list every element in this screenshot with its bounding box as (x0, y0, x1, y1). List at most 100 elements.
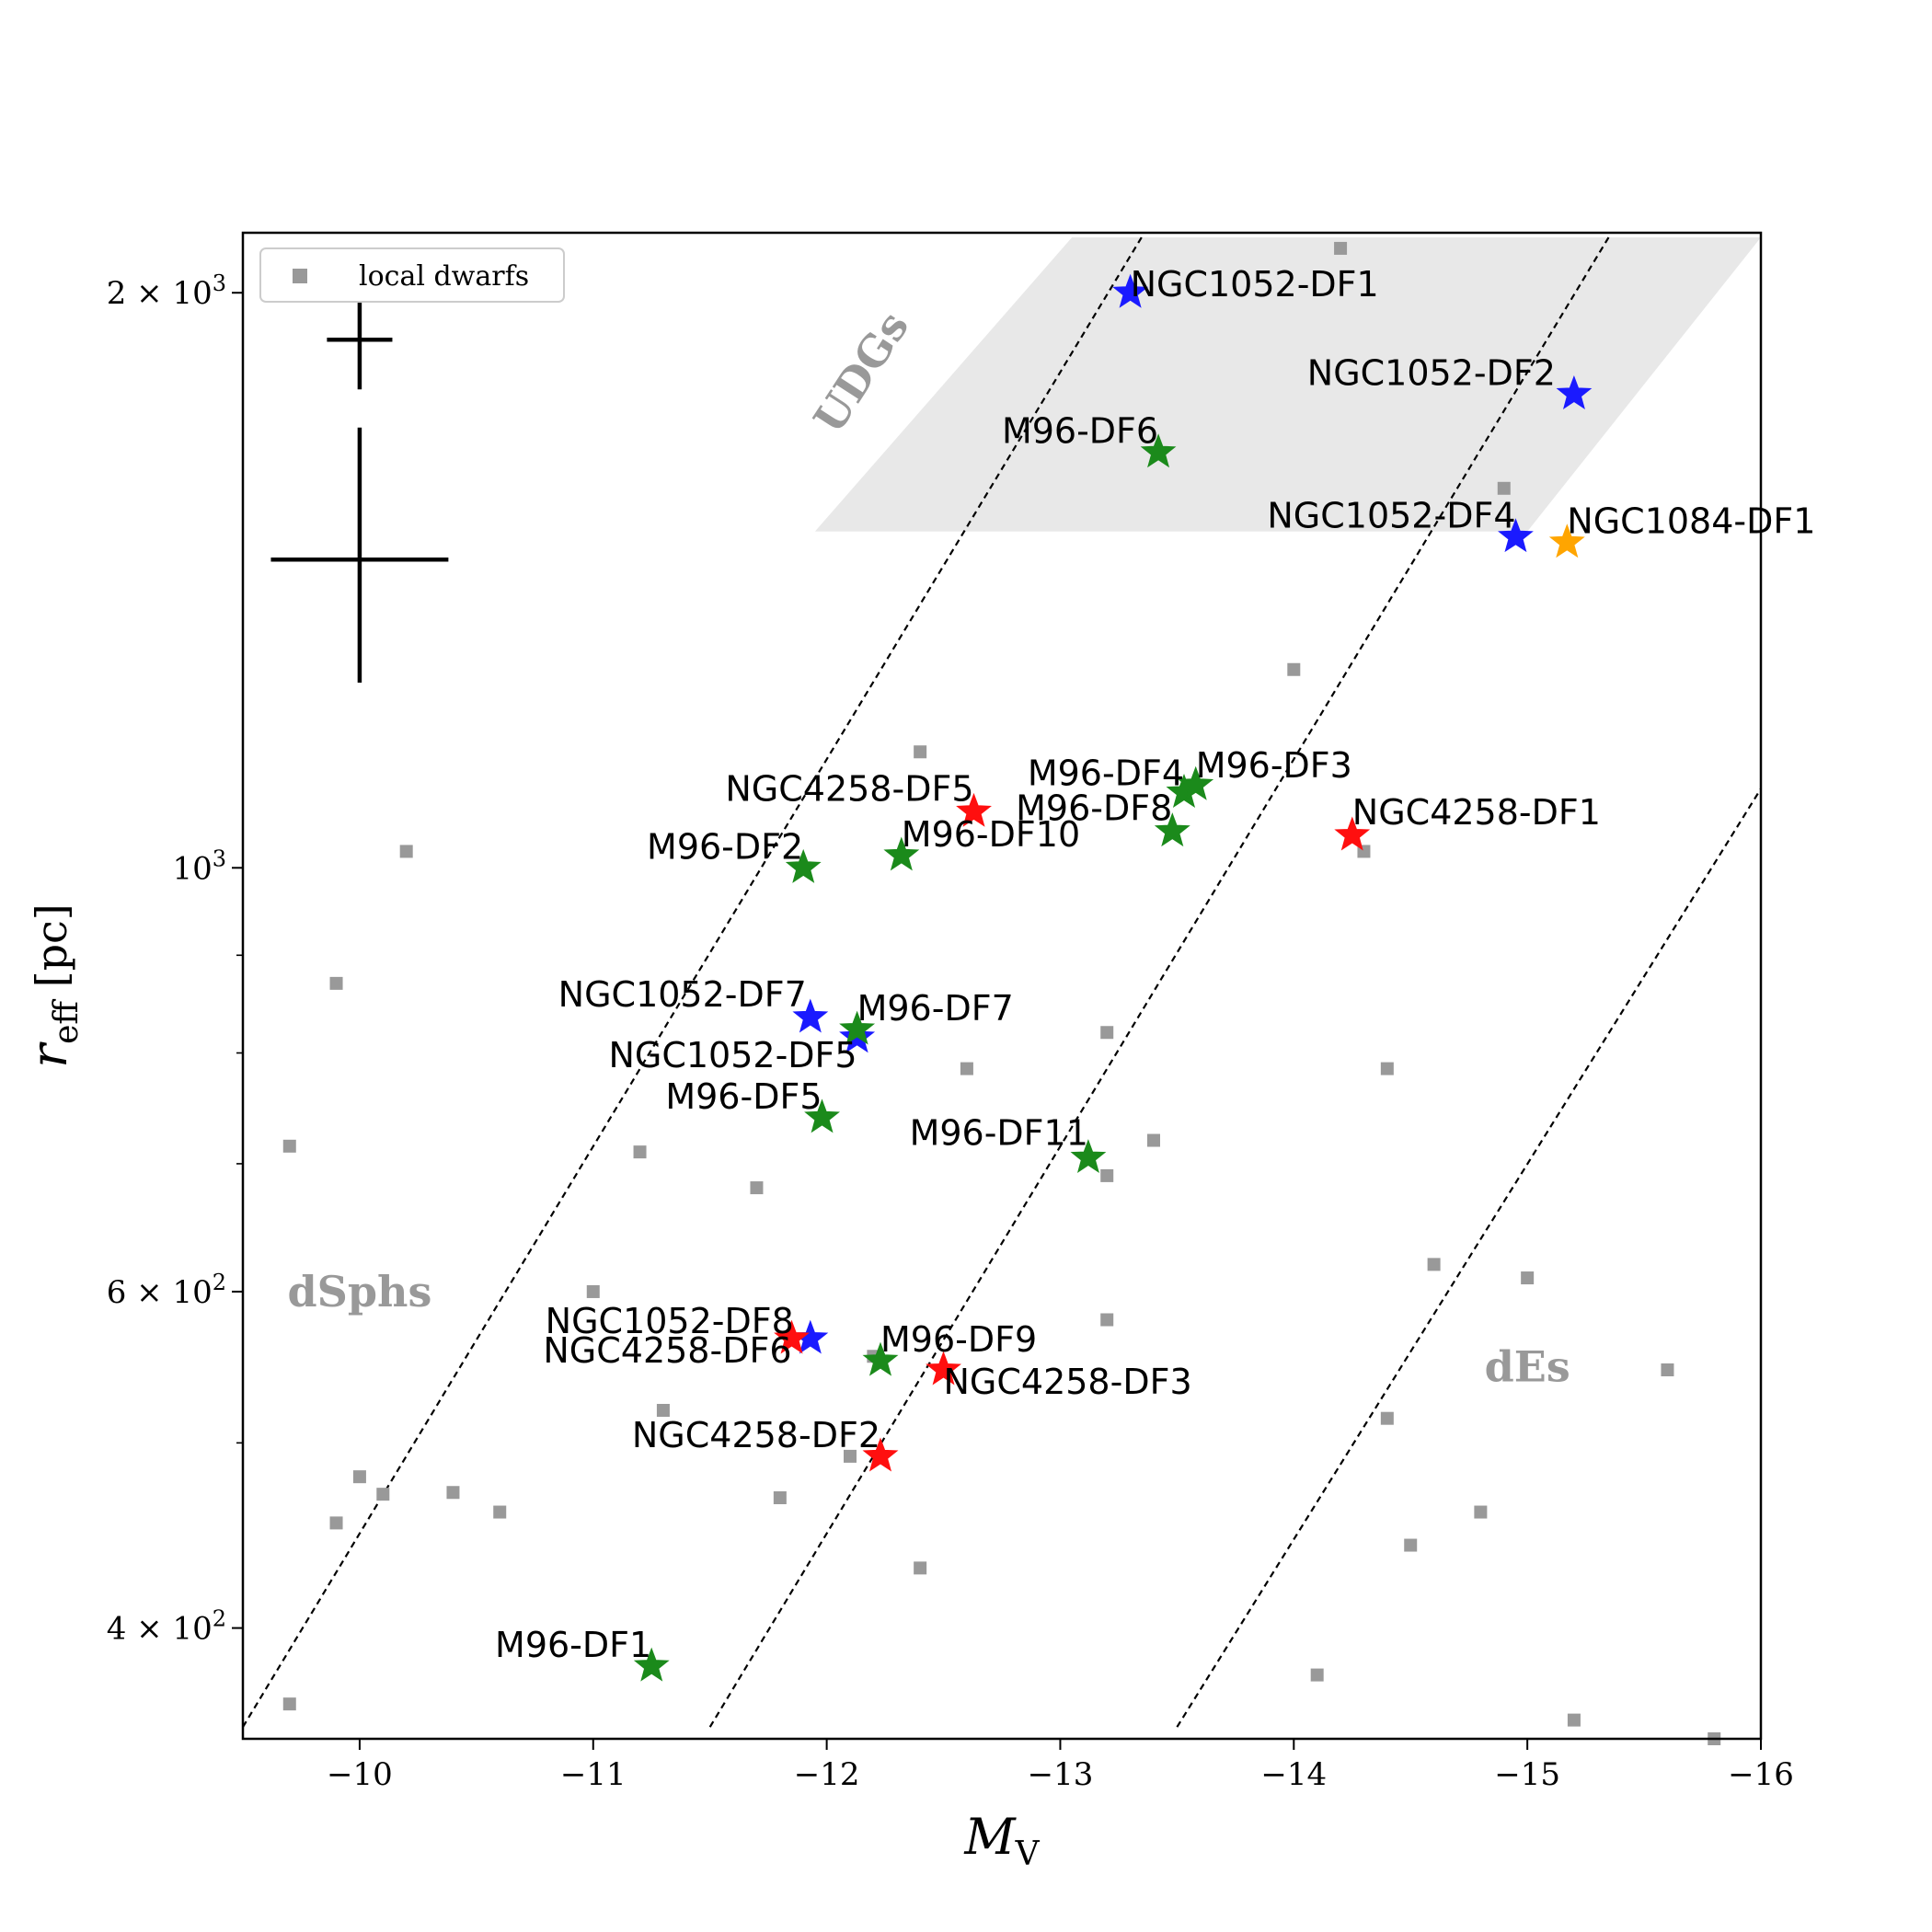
legend-label-local-dwarfs: local dwarfs (359, 260, 529, 293)
legend-box (259, 247, 565, 303)
local-dwarf-point (376, 1488, 390, 1501)
region-label-udgs: UDGs (804, 303, 918, 442)
local-dwarf-point (329, 1516, 343, 1530)
local-dwarf-point (750, 1181, 764, 1195)
galaxy-marker-m96-df9 (862, 1341, 899, 1376)
galaxy-marker-ngc1052-df4 (1498, 518, 1534, 553)
legend-marker-local-dwarfs (293, 269, 307, 283)
local-dwarf-point (1310, 1668, 1324, 1682)
galaxy-marker-m96-df7 (839, 1010, 876, 1045)
plot-frame (241, 231, 1763, 1741)
local-dwarf-point (1521, 1271, 1535, 1285)
local-dwarf-point (844, 1449, 857, 1463)
galaxy-marker-m96-df1 (633, 1647, 670, 1682)
local-dwarf-point (586, 1284, 600, 1298)
local-dwarf-point (1100, 1313, 1114, 1327)
local-dwarf-point (1474, 1505, 1488, 1519)
x-tick-label: −12 (794, 1756, 860, 1793)
local-dwarf-point (1100, 1026, 1114, 1040)
y-tick-label: 6 × 102 (107, 1270, 226, 1311)
local-dwarf-point (1567, 1713, 1581, 1727)
legend-layer: local dwarfs (259, 247, 565, 303)
galaxy-marker-ngc4258-df5 (956, 792, 992, 827)
local-dwarfs-layer (282, 241, 1721, 1745)
galaxy-label-ngc4258-df5: NGC4258-DF5 (725, 768, 973, 809)
galaxy-label-ngc1052-df2: NGC1052-DF2 (1307, 352, 1556, 393)
local-dwarf-point (914, 1561, 927, 1575)
galaxy-markers-layer (633, 273, 1593, 1682)
local-dwarf-point (914, 745, 927, 759)
galaxy-label-m96-df8: M96-DF8 (1016, 788, 1172, 829)
galaxy-marker-m96-df6 (1140, 433, 1177, 468)
galaxy-marker-ngc4258-df2 (862, 1437, 899, 1472)
local-dwarf-point (656, 1403, 670, 1417)
y-tick-label: 103 (172, 845, 226, 887)
galaxy-marker-m96-df3 (1178, 765, 1214, 800)
local-dwarf-point (446, 1486, 460, 1500)
galaxy-label-m96-df4: M96-DF4 (1028, 753, 1184, 793)
galaxy-marker-m96-df8 (1154, 812, 1190, 847)
local-dwarf-point (1287, 662, 1301, 676)
local-dwarf-point (399, 845, 413, 858)
galaxy-label-ngc1052-df1: NGC1052-DF1 (1131, 264, 1379, 305)
galaxy-label-ngc4258-df3: NGC4258-DF3 (944, 1362, 1192, 1402)
galaxy-labels-layer: NGC1052-DF1NGC1052-DF2NGC1052-DF4NGC1052… (287, 264, 1815, 1665)
galaxy-label-ngc1052-df5: NGC1052-DF5 (608, 1035, 857, 1075)
local-dwarf-point (282, 1139, 296, 1153)
reference-lines-layer (242, 236, 1762, 1728)
local-dwarf-point (1147, 1133, 1160, 1147)
local-dwarf-point (960, 1062, 973, 1075)
reference-line-3 (1176, 788, 1762, 1728)
y-tick-label: 4 × 102 (107, 1606, 226, 1648)
local-dwarf-point (1427, 1258, 1441, 1271)
galaxy-marker-ngc4258-df3 (926, 1351, 961, 1386)
local-dwarf-point (1380, 1411, 1394, 1425)
galaxy-label-m96-df2: M96-DF2 (647, 826, 803, 867)
local-dwarf-point (1334, 241, 1348, 255)
galaxy-marker-ngc1052-df7 (792, 998, 829, 1033)
galaxy-label-ngc1084-df1: NGC1084-DF1 (1567, 501, 1815, 542)
galaxy-label-ngc4258-df6: NGC4258-DF6 (543, 1330, 791, 1371)
local-dwarf-point (1380, 1062, 1394, 1075)
galaxy-marker-ngc4258-df1 (1334, 816, 1371, 851)
local-dwarf-point (1497, 481, 1511, 495)
galaxy-marker-m96-df10 (883, 836, 920, 871)
y-tick-label: 2 × 103 (107, 270, 226, 312)
galaxy-label-ngc4258-df1: NGC4258-DF1 (1352, 792, 1601, 833)
local-dwarf-point (773, 1491, 787, 1504)
galaxy-marker-m96-df5 (804, 1098, 840, 1133)
galaxy-label-ngc1052-df7: NGC1052-DF7 (558, 974, 807, 1015)
x-tick-label: −10 (327, 1756, 393, 1793)
galaxy-marker-ngc1052-df2 (1556, 374, 1593, 409)
x-tick-label: −16 (1728, 1756, 1794, 1793)
local-dwarf-point (1661, 1363, 1674, 1376)
galaxy-marker-ngc1052-df1 (1112, 273, 1149, 308)
x-tick-label: −14 (1260, 1756, 1327, 1793)
galaxy-label-m96-df9: M96-DF9 (880, 1319, 1037, 1360)
reference-line-2 (708, 236, 1610, 1728)
local-dwarf-point (1100, 1168, 1114, 1182)
error-bars-layer (270, 293, 449, 684)
galaxy-marker-ngc1084-df1 (1548, 523, 1585, 558)
local-dwarf-point (1404, 1538, 1418, 1552)
galaxy-label-m96-df5: M96-DF5 (665, 1076, 822, 1117)
y-axis-label: reff [pc] (20, 903, 86, 1067)
galaxy-label-m96-df10: M96-DF10 (902, 814, 1080, 855)
galaxy-label-m96-df11: M96-DF11 (910, 1113, 1088, 1154)
region-label-dsphs: dSphs (287, 1267, 431, 1317)
galaxy-label-ngc4258-df2: NGC4258-DF2 (632, 1415, 880, 1455)
local-dwarf-point (282, 1697, 296, 1711)
galaxy-label-ngc1052-df4: NGC1052-DF4 (1267, 496, 1515, 536)
region-label-des: dEs (1485, 1342, 1570, 1392)
galaxy-label-m96-df7: M96-DF7 (857, 988, 1014, 1029)
galaxy-label-m96-df3: M96-DF3 (1196, 745, 1352, 786)
local-dwarf-point (329, 976, 343, 990)
x-tick-label: −11 (560, 1756, 627, 1793)
galaxy-label-ngc1052-df8: NGC1052-DF8 (546, 1301, 794, 1341)
local-dwarf-point (633, 1145, 647, 1159)
galaxy-marker-m96-df2 (785, 848, 822, 883)
x-tick-label: −15 (1494, 1756, 1560, 1793)
x-axis-label: MV (963, 1808, 1040, 1873)
